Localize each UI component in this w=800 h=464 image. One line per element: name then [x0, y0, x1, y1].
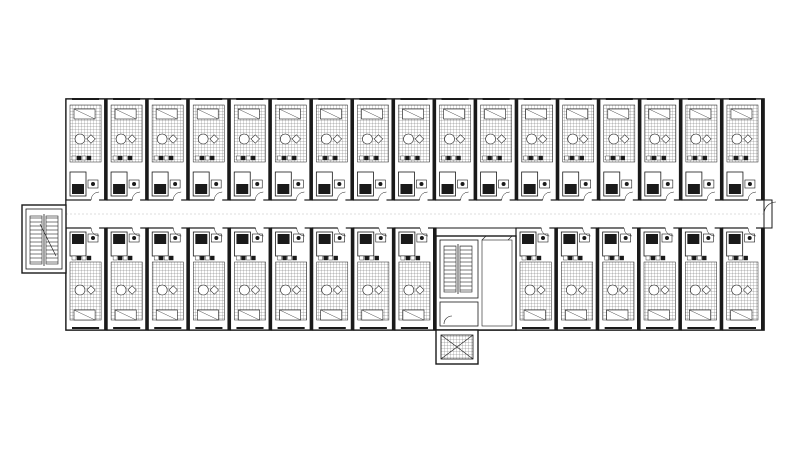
room-unit [515, 227, 558, 331]
room-unit [352, 98, 396, 201]
room-unit [393, 98, 437, 201]
room-unit [229, 227, 273, 331]
room-unit [680, 227, 724, 331]
room-unit [558, 98, 601, 201]
room-unit [147, 98, 190, 201]
room-unit [681, 98, 724, 201]
room-unit [270, 98, 313, 201]
room-unit [106, 98, 149, 201]
room-unit [65, 98, 108, 201]
room-unit [312, 227, 355, 331]
room-unit [106, 227, 149, 331]
room-unit [639, 227, 682, 331]
elevator-shaft [435, 329, 479, 365]
room-unit [517, 98, 560, 201]
room-unit [394, 227, 437, 331]
room-unit [475, 98, 519, 201]
room-unit [353, 227, 396, 331]
north-room-row [65, 98, 765, 201]
room-unit [722, 98, 765, 201]
room-unit [640, 98, 683, 201]
room-unit [65, 227, 108, 331]
room-unit [188, 98, 231, 201]
room-unit [311, 98, 355, 201]
room-unit [722, 227, 765, 331]
east-door [763, 199, 777, 229]
external-stair-west [21, 204, 67, 274]
room-unit [556, 227, 600, 331]
room-unit [598, 227, 641, 331]
room-unit [188, 227, 232, 331]
central-stair-core [435, 235, 517, 331]
room-unit [229, 98, 272, 201]
room-unit [147, 227, 190, 331]
south-room-row [65, 227, 765, 331]
room-unit [599, 98, 642, 201]
room-unit [270, 227, 314, 331]
room-unit [434, 98, 478, 201]
